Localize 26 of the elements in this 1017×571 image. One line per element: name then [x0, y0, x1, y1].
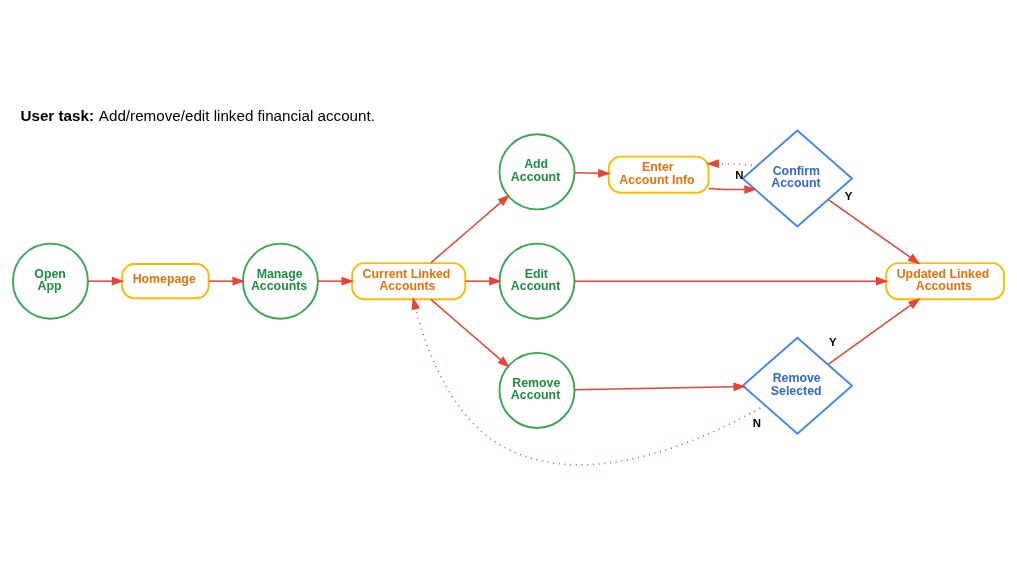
arrow — [706, 159, 758, 168]
edge-label: Y — [844, 189, 853, 202]
arrow — [827, 298, 921, 365]
arrow — [573, 276, 889, 286]
diagram-title: User task: Add/remove/edit linked financial account. — [20, 106, 375, 124]
arrow — [574, 168, 611, 178]
arrow — [411, 297, 766, 466]
arrow — [87, 276, 125, 286]
node-circle: Open App — [11, 242, 89, 320]
arrow — [827, 198, 921, 265]
arrow — [317, 276, 355, 286]
arrow — [430, 194, 510, 264]
node-box: Homepage — [121, 263, 210, 300]
arrow — [208, 276, 246, 286]
arrow — [707, 185, 757, 194]
node-box: Updated Linked Accounts — [885, 262, 1006, 301]
arrow — [573, 382, 746, 392]
arrow — [430, 298, 510, 368]
edge-label: N — [752, 416, 761, 429]
node-box: Enter Account Info — [607, 155, 710, 194]
node-circle: Edit Account — [498, 242, 576, 320]
edge-label: N — [735, 169, 744, 182]
node-box: Current Linked Accounts — [351, 262, 467, 301]
node-circle: Manage Accounts — [241, 242, 319, 320]
arrow — [464, 276, 502, 286]
edge-label: Y — [829, 336, 837, 349]
